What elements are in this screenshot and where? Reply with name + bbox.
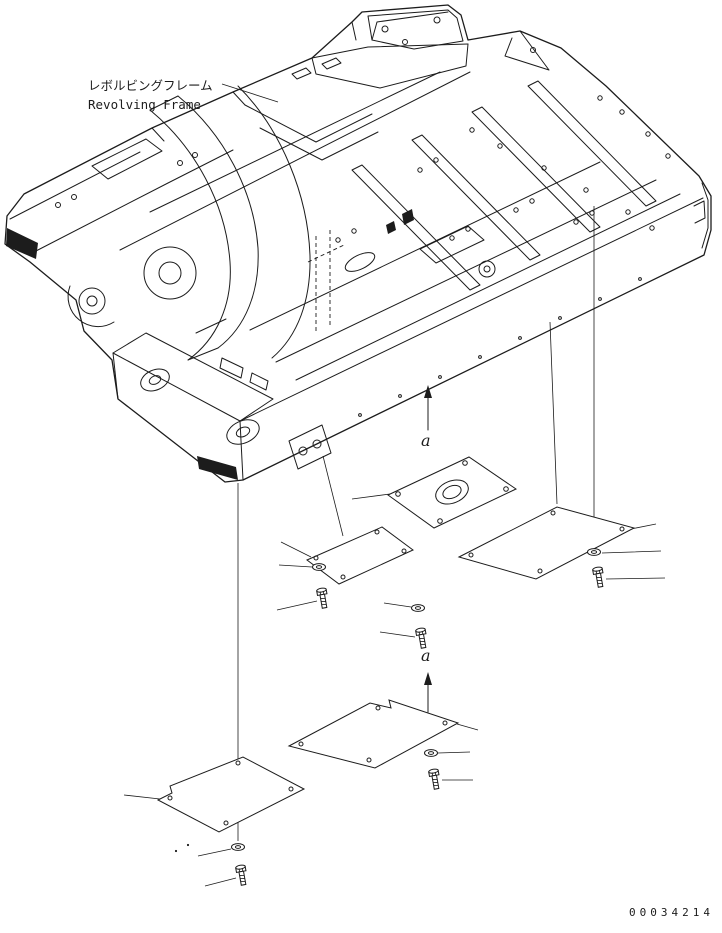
side-face: [358, 182, 709, 417]
view-label-a-top: a: [421, 431, 431, 450]
washer-icon: [587, 548, 601, 556]
frame-silhouette: [4, 4, 712, 483]
frame-label: レボルビングフレーム Revolving Frame: [88, 76, 213, 114]
drawing-number: 00034214: [629, 906, 714, 919]
bolt-icon: [315, 586, 330, 610]
rear-box: [291, 9, 550, 89]
bolt-icon: [234, 863, 249, 887]
projection-lines: [237, 206, 595, 841]
revolving-frame: [4, 4, 712, 483]
deck-bolt-holes: [335, 95, 671, 243]
under-cover-right: [457, 506, 636, 580]
frame-label-jp: レボルビングフレーム: [88, 78, 213, 93]
under-cover-left: [306, 526, 414, 585]
frame-label-en: Revolving Frame: [88, 97, 201, 112]
under-cover-bottom-left: [156, 756, 306, 853]
washer-icon: [411, 604, 425, 612]
view-label-a-bottom: a: [421, 646, 431, 665]
view-arrow-a-top: [424, 385, 432, 431]
deck-structure: [119, 71, 681, 381]
boom-mount: [67, 85, 311, 361]
washer-icon: [231, 843, 245, 851]
bolt-icon: [591, 565, 606, 589]
left-wing: [6, 91, 246, 259]
front-corner-opening: [197, 456, 238, 480]
washer-icon: [424, 749, 438, 757]
under-cover-bottom-center: [287, 699, 460, 769]
front-box: [112, 197, 704, 481]
view-arrow-a-bottom: [424, 672, 432, 713]
leader-lines: [123, 83, 666, 887]
hidden-lines: [307, 230, 345, 332]
bolt-icon: [427, 767, 442, 791]
wing-end-opening: [6, 228, 38, 259]
washer-icon: [312, 563, 326, 571]
under-cover-center: [387, 456, 518, 529]
